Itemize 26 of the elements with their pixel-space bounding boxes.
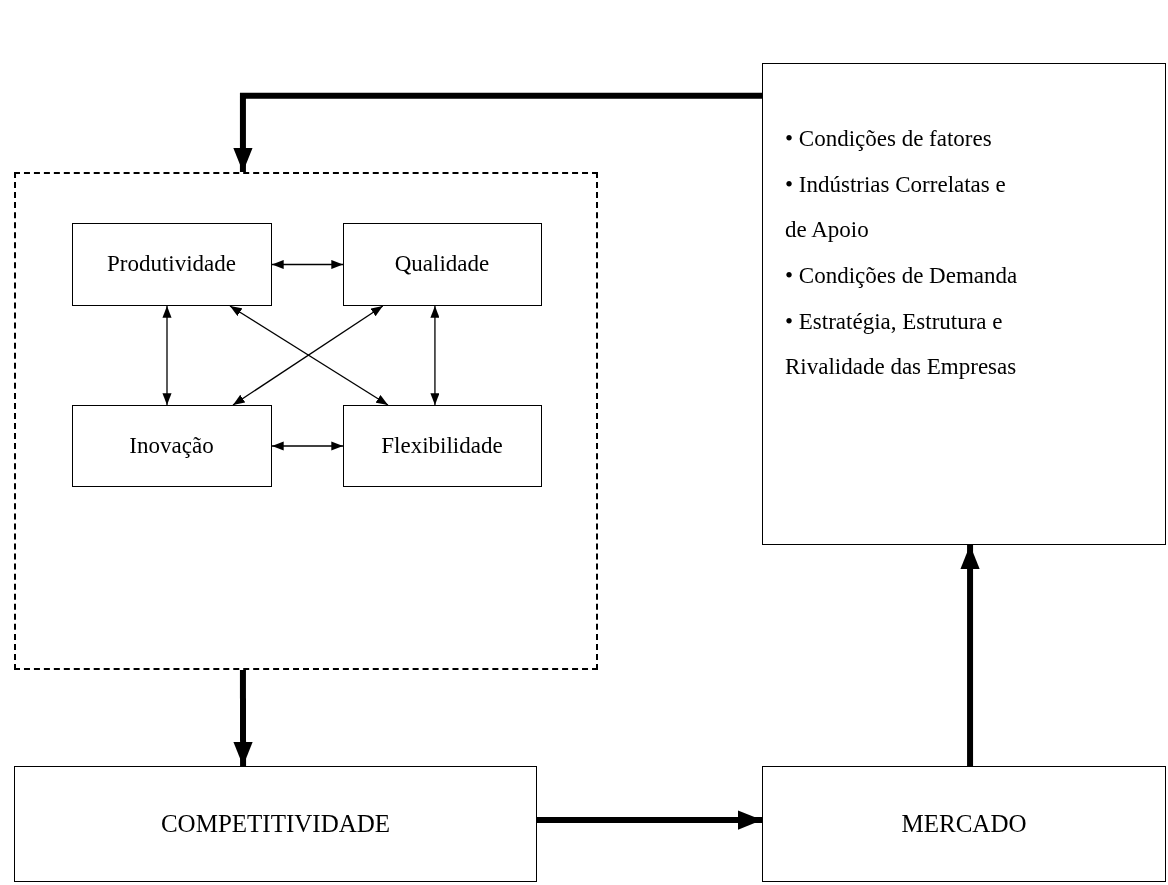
arrow bbox=[430, 305, 440, 406]
process-box bbox=[71, 222, 272, 306]
box-label: Produtividade bbox=[106, 251, 236, 277]
process-box bbox=[762, 766, 1166, 882]
list-item: • Indústrias Correlatas e de Apoio bbox=[785, 171, 1007, 244]
process-box bbox=[342, 222, 542, 306]
arrow bbox=[537, 810, 762, 830]
arrow bbox=[271, 259, 344, 270]
factor-list-box bbox=[762, 63, 1166, 545]
list-item: • Estratégia, Estrutura e Rivalidade das Empresas bbox=[785, 308, 1018, 381]
arrow bbox=[233, 670, 253, 766]
arrow bbox=[162, 305, 172, 406]
box-label: Inovação bbox=[129, 432, 214, 459]
process-box bbox=[14, 766, 537, 882]
list-item: • Condições de fatores bbox=[785, 125, 993, 153]
list-item: • Condições de Demanda bbox=[785, 262, 1019, 290]
box-label: MERCADO bbox=[901, 810, 1027, 838]
process-box bbox=[342, 404, 542, 487]
dashed-frame bbox=[14, 172, 598, 670]
box-label: Qualidade bbox=[394, 251, 490, 277]
box-label: COMPETITIVIDADE bbox=[160, 810, 391, 838]
arrow bbox=[271, 441, 344, 451]
arrow bbox=[960, 545, 980, 766]
arrow bbox=[233, 92, 762, 172]
process-box bbox=[71, 404, 272, 487]
box-label: Flexibilidade bbox=[381, 432, 503, 459]
